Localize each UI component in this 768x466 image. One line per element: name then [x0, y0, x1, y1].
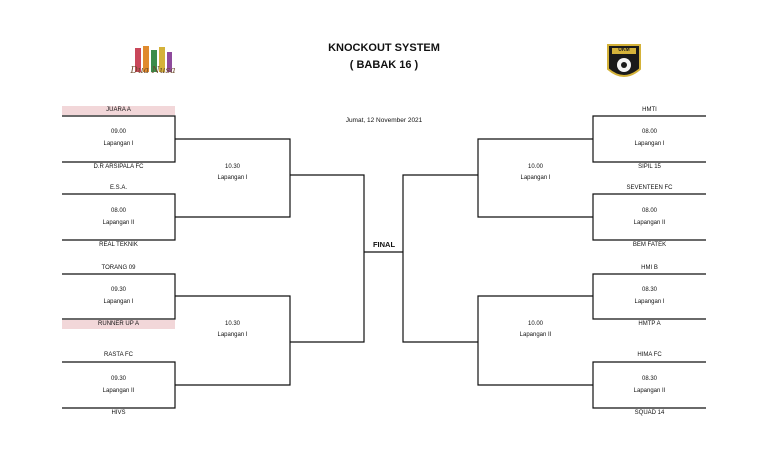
- left-match-1-field: Lapangan I: [103, 141, 134, 147]
- right-logo-text: UKM: [618, 47, 630, 53]
- left-semi-2-time: 10.30: [224, 321, 240, 327]
- right-final-line: [402, 174, 478, 343]
- right-match-4-field: Lapangan II: [633, 388, 666, 394]
- building-logo-icon: [135, 46, 172, 72]
- right-match-3-line: [592, 273, 706, 320]
- right-team-2: SIPIL 15: [638, 164, 661, 170]
- left-match-2-field: Lapangan II: [102, 220, 135, 226]
- right-logo: UKM: [606, 43, 642, 83]
- right-team-8: SQUAD 14: [634, 410, 665, 416]
- left-match-3-field: Lapangan I: [103, 299, 134, 305]
- left-team-4: REAL TEKNIK: [99, 242, 138, 248]
- right-match-3-field: Lapangan I: [634, 299, 665, 305]
- left-team-2: D.R ARSIPALA FC: [93, 164, 144, 170]
- right-match-4-line: [592, 361, 706, 409]
- left-team-5: TORANG 09: [101, 265, 136, 271]
- right-semi-2-field: Lapangan II: [519, 332, 552, 338]
- shield-logo-icon: [607, 44, 641, 77]
- right-match-1-field: Lapangan I: [634, 141, 665, 147]
- right-match-1-time: 08.00: [641, 129, 657, 135]
- right-team-3: SEVENTEEN FC: [626, 185, 673, 191]
- left-team-3: E.S.A.: [109, 185, 127, 191]
- right-semi-2-line: [477, 295, 593, 386]
- left-match-4-time: 09.30: [110, 376, 126, 382]
- right-semi-2-time: 10.00: [527, 321, 543, 327]
- right-team-4: BEM FATEK: [632, 242, 667, 248]
- left-match-1-time: 09.00: [110, 129, 126, 135]
- left-team-7: RASTA FC: [104, 352, 133, 358]
- match-date: Jumat, 12 November 2021: [345, 117, 423, 124]
- right-semi-1-field: Lapangan I: [520, 175, 551, 181]
- right-team-1: HMTI: [642, 107, 657, 113]
- right-match-2-field: Lapangan II: [633, 220, 666, 226]
- right-team-5: HMI B: [641, 265, 658, 271]
- left-team-1: JUARA A: [62, 106, 175, 115]
- right-match-3-time: 08.30: [641, 287, 657, 293]
- left-logo: Dua Nusa: [113, 44, 193, 84]
- left-team-8: HIVS: [111, 410, 126, 416]
- right-semi-1-line: [477, 138, 593, 218]
- right-team-6: HMTP A: [638, 321, 661, 327]
- final-label: FINAL: [372, 240, 396, 249]
- left-match-1-line: [62, 115, 176, 163]
- left-semi-1-field: Lapangan I: [217, 175, 248, 181]
- page-title: KNOCKOUT SYSTEM: [328, 42, 440, 54]
- left-logo-text: Dua Nusa: [130, 66, 176, 76]
- left-semi-1-time: 10.30: [224, 164, 240, 170]
- left-final-line: [290, 174, 365, 343]
- left-match-2-line: [62, 193, 176, 241]
- left-match-2-time: 08.00: [110, 208, 126, 214]
- left-semi-2-line: [175, 295, 291, 386]
- page-subtitle: ( BABAK 16 ): [349, 59, 419, 71]
- left-team-6: RUNNER UP A: [62, 320, 175, 329]
- right-team-7: HIMA FC: [637, 352, 662, 358]
- left-semi-2-field: Lapangan I: [217, 332, 248, 338]
- right-match-1-line: [592, 115, 706, 163]
- right-match-4-time: 08.30: [641, 376, 657, 382]
- left-match-3-time: 09.30: [110, 287, 126, 293]
- left-match-4-field: Lapangan II: [102, 388, 135, 394]
- left-match-4-line: [62, 361, 176, 409]
- right-match-2-line: [592, 193, 706, 241]
- left-semi-1-line: [175, 138, 291, 218]
- right-match-2-time: 08.00: [641, 208, 657, 214]
- left-match-3-line: [62, 273, 176, 320]
- right-semi-1-time: 10.00: [527, 164, 543, 170]
